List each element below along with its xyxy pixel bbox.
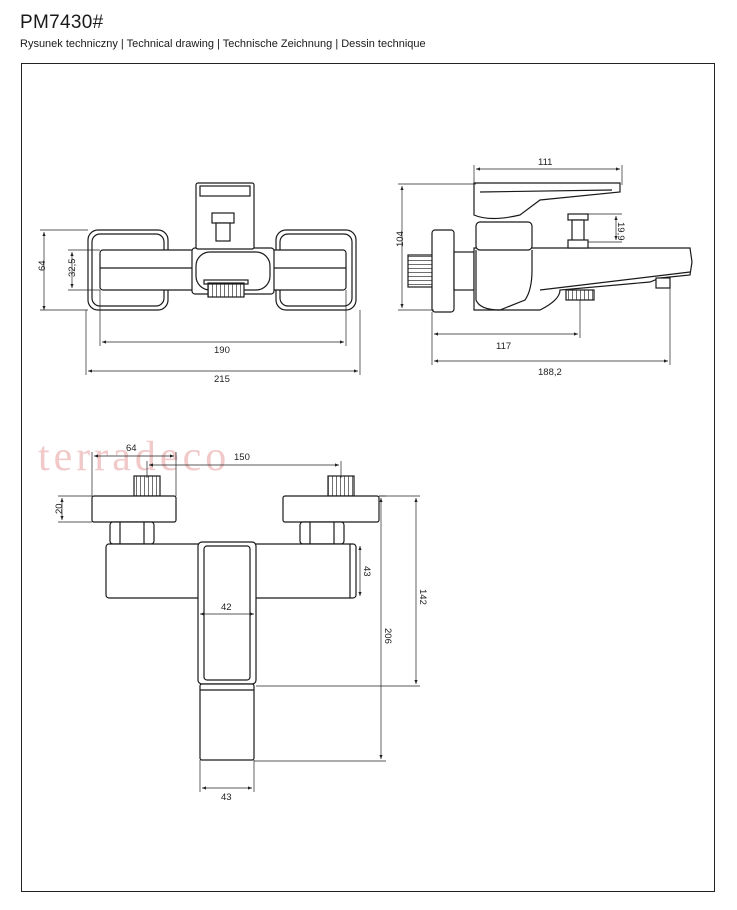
dim-top-43-bottom: 43 — [221, 792, 232, 803]
product-code: PM7430# — [20, 12, 104, 33]
front-dimensions — [40, 229, 361, 375]
dim-front-215: 215 — [214, 374, 230, 385]
dim-top-150: 150 — [234, 452, 250, 463]
dim-side-19-9: 19,9 — [615, 222, 626, 241]
dim-top-64: 64 — [126, 443, 137, 454]
dim-side-188-2: 188,2 — [538, 367, 562, 378]
dim-top-142: 142 — [417, 589, 428, 605]
dim-side-111: 111 — [538, 157, 552, 168]
drawing-subtitle: Rysunek techniczny | Technical drawing |… — [20, 38, 426, 50]
top-view — [91, 475, 380, 761]
top-dimensions — [58, 452, 420, 792]
dim-side-117: 117 — [496, 341, 511, 352]
dim-top-42: 42 — [221, 602, 232, 613]
side-view — [407, 182, 693, 313]
watermark: terradeco — [38, 434, 230, 480]
dim-side-104: 104 — [395, 231, 406, 247]
dim-front-64: 64 — [37, 260, 48, 271]
drawing-frame — [21, 63, 715, 892]
dim-top-206: 206 — [382, 628, 393, 644]
dim-top-20: 20 — [54, 503, 65, 514]
front-view — [87, 182, 357, 311]
dim-front-32-5: 32,5 — [67, 259, 78, 278]
dim-front-190: 190 — [214, 345, 230, 356]
dim-top-43-body: 43 — [361, 566, 372, 577]
side-dimensions — [398, 165, 671, 365]
